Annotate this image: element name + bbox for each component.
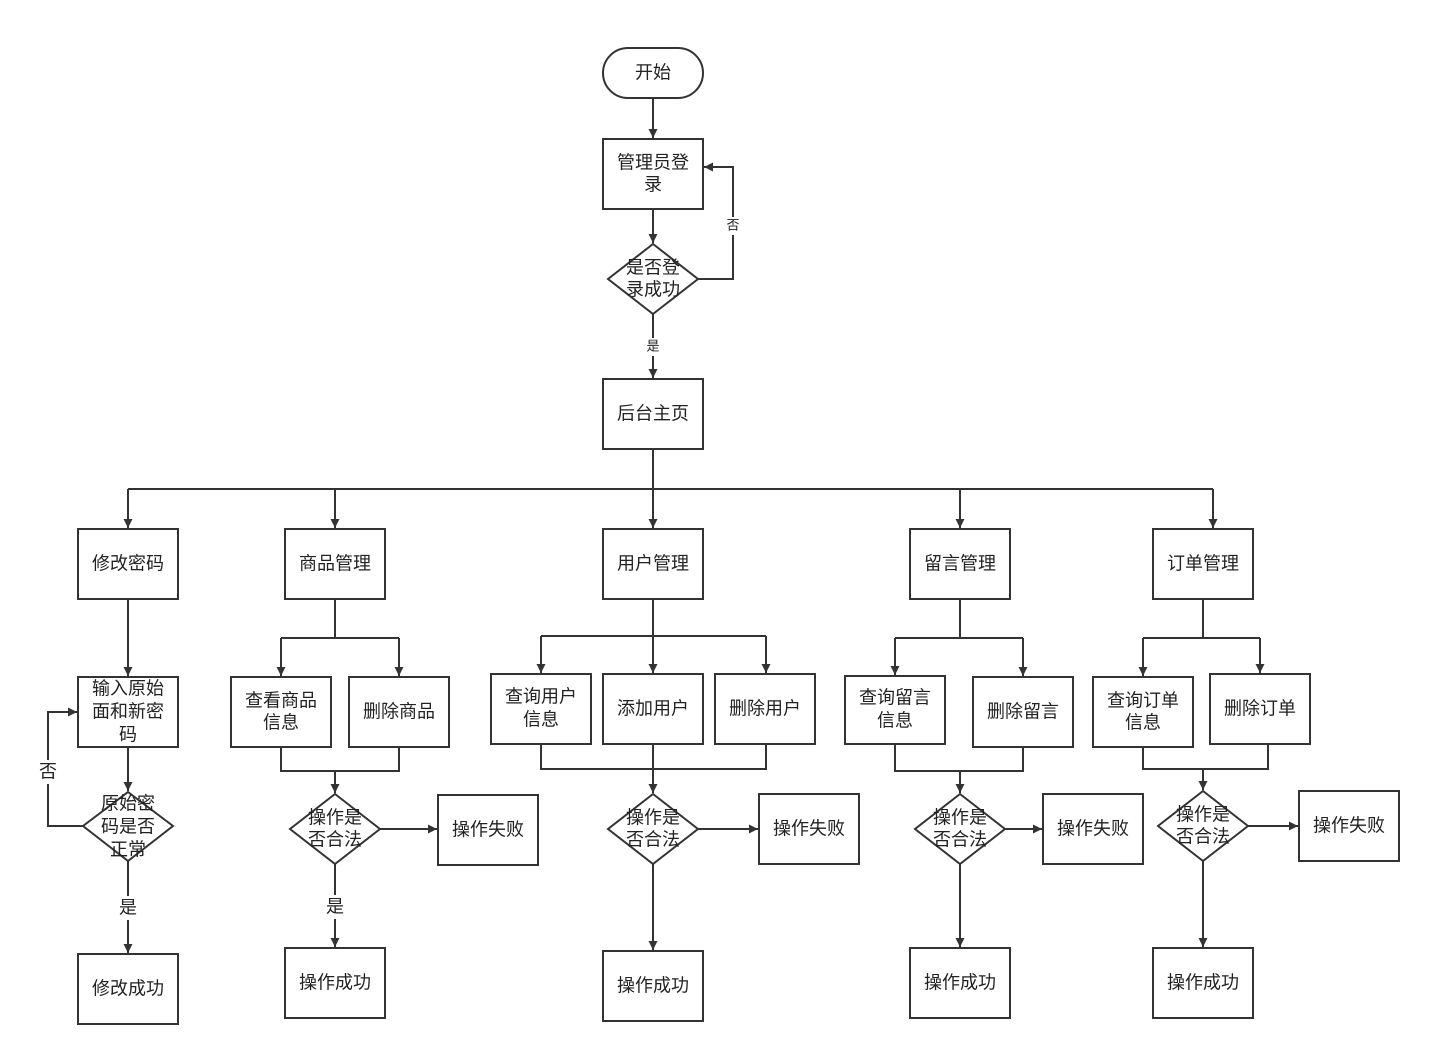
- password-input-box: [77, 676, 179, 748]
- orders-fail-label: 操作失败: [1313, 816, 1385, 837]
- password-box: [77, 528, 179, 600]
- password-yes-edge-label: 是: [119, 898, 137, 919]
- messages-label: 留言管理: [924, 554, 996, 575]
- users-add-box: [602, 673, 704, 745]
- messages-query-box: [844, 675, 946, 745]
- users-fail-label: 操作失败: [773, 819, 845, 840]
- users-query-label-1: 查询用户: [505, 687, 577, 708]
- users-delete-label: 删除用户: [729, 699, 801, 720]
- password-check-label-2: 码是否: [101, 817, 155, 838]
- login-label-1: 管理员登: [617, 153, 689, 174]
- goods-box: [284, 528, 386, 600]
- orders-success-box: [1152, 947, 1254, 1019]
- labels: 开始 管理员登 录 是否登 录成功 后台主页 修改密码 商品管理 用户管理 留言…: [39, 63, 1385, 1000]
- users-label: 用户管理: [617, 554, 689, 575]
- nodes: [77, 47, 1400, 1025]
- users-query-label-2: 信息: [523, 710, 559, 731]
- orders-label: 订单管理: [1167, 554, 1239, 575]
- goods-success-box: [284, 947, 386, 1019]
- orders-box: [1152, 528, 1254, 600]
- login-check-diamond: [606, 242, 700, 316]
- messages-fail-label: 操作失败: [1057, 819, 1129, 840]
- goods-success-label: 操作成功: [299, 973, 371, 994]
- users-query-box: [490, 673, 592, 745]
- password-input-label-3: 码: [119, 725, 137, 746]
- orders-delete-label: 删除订单: [1224, 699, 1296, 720]
- messages-box: [909, 528, 1011, 600]
- orders-check-label-1: 操作是: [1176, 805, 1230, 826]
- messages-check-label-1: 操作是: [933, 808, 987, 829]
- login-no-edge-label: 否: [726, 219, 739, 234]
- login-check-label-2: 录成功: [626, 280, 680, 301]
- login-check-label-1: 是否登: [626, 258, 680, 279]
- password-input-label-1: 输入原始: [92, 679, 164, 700]
- orders-check-label-2: 否合法: [1176, 827, 1230, 848]
- orders-query-box: [1092, 676, 1194, 748]
- goods-delete-box: [348, 676, 450, 748]
- users-fail-box: [758, 793, 860, 865]
- goods-fail-box: [437, 794, 539, 866]
- orders-delete-box: [1209, 673, 1311, 745]
- orders-query-label-1: 查询订单: [1107, 691, 1179, 712]
- messages-delete-box: [972, 676, 1074, 748]
- goods-fail-label: 操作失败: [452, 820, 524, 841]
- users-success-box: [602, 950, 704, 1022]
- users-delete-box: [714, 673, 816, 745]
- start-terminal: [602, 47, 704, 99]
- messages-delete-label: 删除留言: [987, 702, 1059, 723]
- login-yes-edge-label: 是: [646, 340, 659, 355]
- password-input-label-2: 面和新密: [92, 702, 164, 723]
- goods-check-label-1: 操作是: [308, 808, 362, 829]
- users-box: [602, 528, 704, 600]
- users-success-label: 操作成功: [617, 976, 689, 997]
- messages-check-diamond: [913, 792, 1007, 866]
- home-box: [602, 378, 704, 450]
- start-label: 开始: [635, 63, 671, 84]
- home-label: 后台主页: [617, 404, 689, 425]
- goods-yes-edge-label: 是: [326, 897, 344, 918]
- goods-check-label-2: 否合法: [308, 830, 362, 851]
- goods-view-label-1: 查看商品: [245, 691, 317, 712]
- orders-query-label-2: 信息: [1125, 713, 1161, 734]
- messages-fail-box: [1042, 793, 1144, 865]
- users-check-diamond: [606, 792, 700, 866]
- goods-view-box: [230, 676, 332, 748]
- messages-query-label-2: 信息: [877, 711, 913, 732]
- orders-success-label: 操作成功: [1167, 973, 1239, 994]
- password-no-edge-label: 否: [39, 762, 57, 783]
- login-box: [602, 138, 704, 210]
- goods-view-label-2: 信息: [263, 713, 299, 734]
- messages-success-box: [909, 947, 1011, 1019]
- messages-query-label-1: 查询留言: [859, 688, 931, 709]
- users-add-label: 添加用户: [617, 699, 689, 720]
- password-check-label-3: 正常: [110, 840, 146, 861]
- password-label: 修改密码: [92, 554, 164, 575]
- goods-label: 商品管理: [299, 554, 371, 575]
- messages-success-label: 操作成功: [924, 973, 996, 994]
- login-label-2: 录: [644, 175, 662, 196]
- password-check-diamond: [81, 790, 175, 863]
- orders-check-diamond: [1156, 789, 1250, 863]
- messages-check-label-2: 否合法: [933, 830, 987, 851]
- password-success-box: [77, 953, 179, 1025]
- users-check-label-1: 操作是: [626, 808, 680, 829]
- goods-check-diamond: [288, 792, 382, 866]
- users-check-label-2: 否合法: [626, 830, 680, 851]
- orders-fail-box: [1298, 790, 1400, 862]
- password-check-label-1: 原始密: [101, 794, 155, 815]
- goods-delete-label: 删除商品: [363, 702, 435, 723]
- password-success-label: 修改成功: [92, 979, 164, 1000]
